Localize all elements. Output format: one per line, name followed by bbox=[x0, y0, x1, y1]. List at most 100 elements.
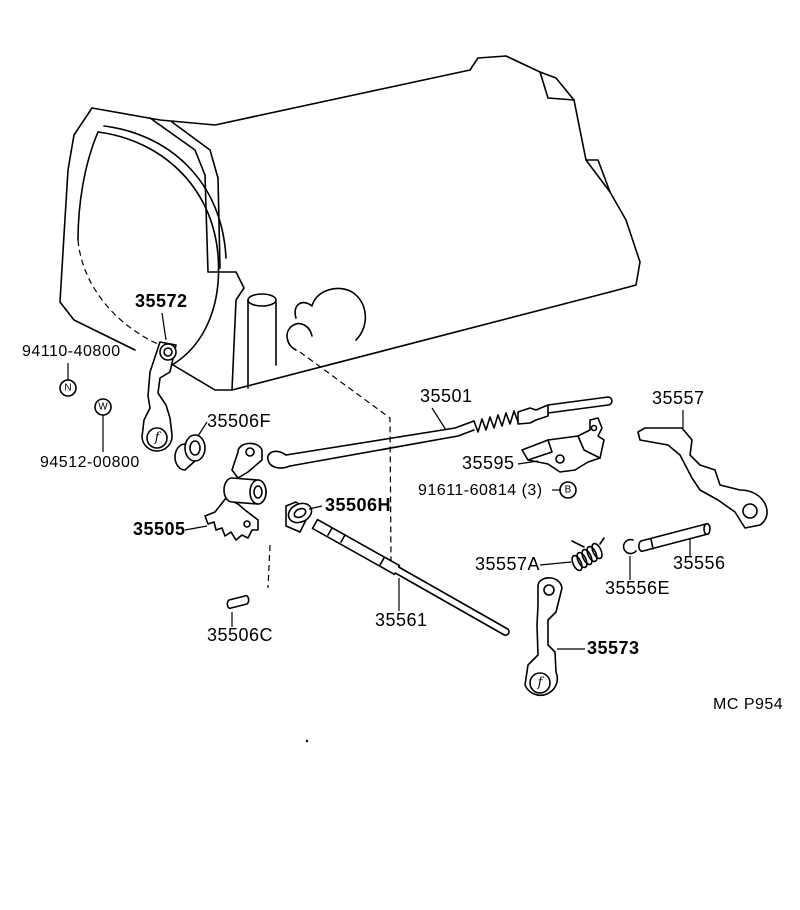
detent-plate-hole bbox=[243, 520, 251, 528]
callout-collar: 35506H bbox=[325, 495, 391, 515]
seal-bore bbox=[189, 440, 201, 456]
extension-housing bbox=[469, 55, 641, 293]
alignment-line bbox=[299, 351, 392, 563]
lower-lever-hole bbox=[543, 584, 555, 596]
pin bbox=[226, 594, 250, 610]
detent-plate bbox=[204, 442, 267, 541]
pin-shaft-body bbox=[638, 523, 709, 553]
bracket-hole bbox=[555, 454, 565, 464]
spring-coil bbox=[586, 545, 598, 563]
leader-collar bbox=[308, 505, 323, 510]
seal bbox=[174, 434, 206, 471]
bell-housing-edge bbox=[204, 174, 245, 391]
spring-coil bbox=[576, 551, 588, 569]
leader-upper-lever bbox=[161, 312, 167, 341]
leader-rod bbox=[431, 407, 447, 431]
detent-plate-hub-bore bbox=[253, 485, 263, 499]
bell-housing-face-hidden bbox=[77, 239, 161, 346]
leader-detent-plate bbox=[184, 525, 208, 531]
right-lever-hole bbox=[742, 503, 758, 519]
rod-spring bbox=[473, 410, 519, 433]
upper-lever-hole bbox=[163, 347, 173, 357]
bell-housing-rib bbox=[171, 121, 219, 179]
pin-shaft-end bbox=[703, 522, 711, 536]
leader-lines bbox=[67, 312, 691, 650]
spring-coil bbox=[581, 548, 593, 566]
extension-housing-detail bbox=[539, 71, 611, 193]
leader-spring bbox=[539, 561, 572, 566]
callout-pin-shaft: 35556 bbox=[673, 553, 726, 573]
lower-lever-body bbox=[524, 577, 563, 697]
rod-boot bbox=[517, 404, 549, 425]
shaft bbox=[311, 518, 510, 636]
callout-lower-lever: 35573 bbox=[587, 638, 640, 658]
leader-bracket bbox=[517, 460, 539, 465]
callout-rod: 35501 bbox=[420, 386, 473, 406]
callout-pin: 35506C bbox=[207, 625, 273, 645]
spring bbox=[571, 537, 605, 572]
rod-cable bbox=[547, 396, 613, 414]
bell-housing-face bbox=[97, 131, 220, 366]
case-bottom-edge bbox=[231, 291, 611, 391]
nut-symbol: N bbox=[64, 383, 71, 394]
right-lever-body bbox=[637, 427, 768, 529]
bell-housing-rim bbox=[103, 125, 227, 259]
callout-detent-plate: 35505 bbox=[133, 519, 186, 539]
lower-lever: f bbox=[524, 577, 563, 697]
callout-shaft: 35561 bbox=[375, 610, 428, 630]
callout-nut: 94110-40800 bbox=[22, 343, 121, 360]
bell-housing-flange-left bbox=[59, 107, 136, 351]
case-port bbox=[286, 322, 313, 351]
bracket-hole bbox=[590, 424, 598, 432]
case-boss bbox=[247, 299, 277, 389]
upper-lever-mark-circle bbox=[146, 427, 168, 449]
spring-tang bbox=[571, 537, 605, 548]
callout-clip: 35556E bbox=[605, 578, 670, 598]
lower-lever-mark: f bbox=[537, 676, 545, 691]
case-lower-line bbox=[167, 361, 233, 391]
callout-upper-lever: 35572 bbox=[135, 291, 188, 311]
upper-lever: f bbox=[141, 341, 177, 452]
callout-right-lever: 35557 bbox=[652, 388, 705, 408]
lower-lever-mark-circle bbox=[529, 672, 551, 694]
callout-spring: 35557A bbox=[475, 554, 540, 574]
figure-code: MC P954 bbox=[713, 696, 783, 713]
collar-bore bbox=[293, 507, 307, 519]
callout-labels: 35572 94110-40800 94512-00800 35506F 355… bbox=[22, 291, 726, 658]
bracket-fold bbox=[527, 435, 601, 461]
pin-shaft-groove bbox=[650, 538, 654, 550]
callout-seal: 35506F bbox=[207, 411, 271, 431]
rod-hook bbox=[266, 450, 291, 469]
collar bbox=[285, 501, 313, 533]
pin-shaft bbox=[638, 522, 711, 553]
case-top-edge bbox=[91, 69, 471, 126]
bolt-symbol: B bbox=[565, 485, 572, 496]
upper-lever-body bbox=[141, 341, 177, 452]
callout-bolt: 91611-60814 (3) bbox=[418, 482, 543, 499]
case-port bbox=[294, 287, 367, 341]
shaft-groove bbox=[327, 527, 385, 566]
detent-plate-teeth bbox=[204, 497, 259, 541]
bell-housing-rib bbox=[149, 117, 206, 176]
shaft-body bbox=[311, 518, 510, 636]
right-lever bbox=[637, 427, 768, 529]
bracket bbox=[521, 417, 605, 473]
transmission-case bbox=[59, 55, 641, 391]
bell-housing-edge bbox=[217, 177, 221, 269]
washer-symbol: W bbox=[98, 402, 108, 413]
callout-bracket: 35595 bbox=[462, 453, 515, 473]
spring-coil bbox=[571, 554, 583, 572]
alignment-line bbox=[267, 544, 271, 589]
detent-plate-arm-hole bbox=[245, 447, 255, 457]
spring-coil bbox=[591, 542, 603, 560]
leader-seal bbox=[197, 421, 208, 437]
callout-washer: 94512-00800 bbox=[40, 454, 140, 471]
bracket-plate bbox=[521, 417, 605, 473]
case-boss-top bbox=[247, 293, 277, 307]
clip bbox=[622, 538, 637, 555]
stray-dot bbox=[305, 739, 309, 743]
rod-body bbox=[285, 420, 475, 467]
bell-housing-face-left bbox=[77, 131, 99, 241]
upper-lever-mark: f bbox=[154, 431, 162, 446]
